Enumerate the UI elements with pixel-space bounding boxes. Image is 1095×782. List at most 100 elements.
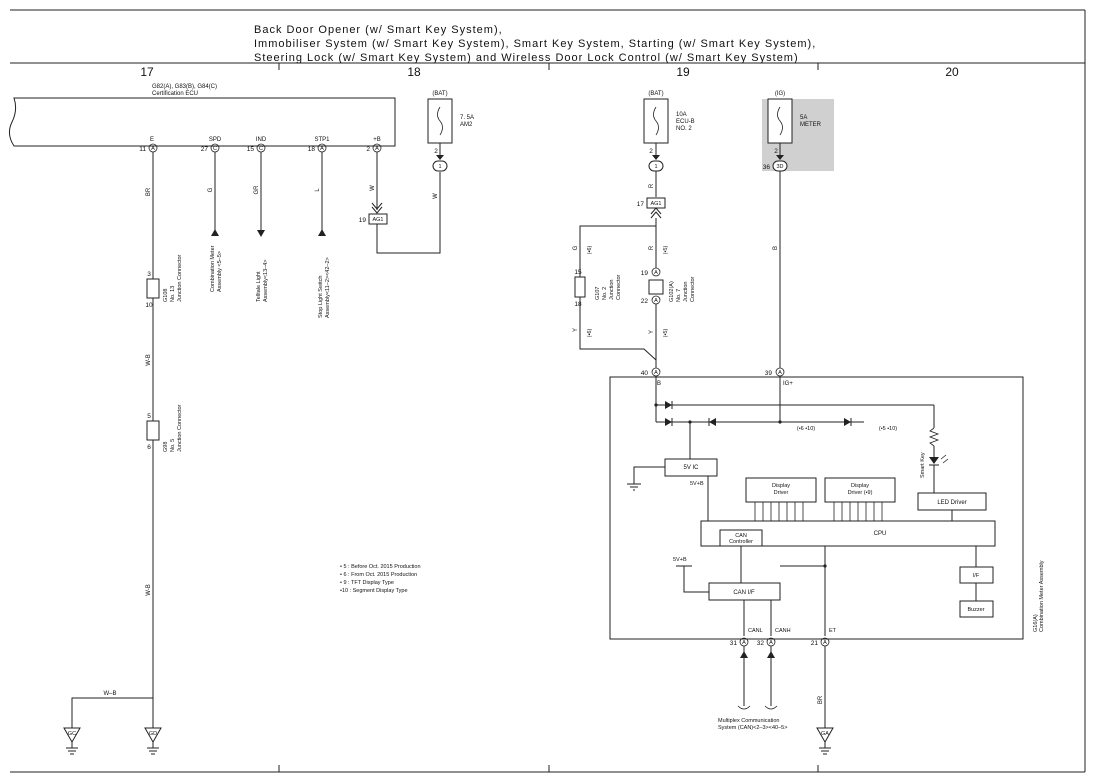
svg-text:No. 7: No. 7 bbox=[676, 289, 682, 302]
svg-text:11: 11 bbox=[139, 146, 146, 153]
svg-text:No. 13: No. 13 bbox=[170, 286, 176, 302]
svg-text:A: A bbox=[654, 270, 658, 276]
svg-text:GC: GC bbox=[68, 731, 76, 737]
svg-text:• 9 : TFT Display Type: • 9 : TFT Display Type bbox=[340, 580, 394, 586]
ecu-pin-stp1: 18 A bbox=[308, 143, 327, 153]
wire-spd: G Combination Meter Assembly <5–5> bbox=[208, 152, 223, 292]
ground-gc: GC bbox=[63, 727, 81, 755]
svg-text:7. 5A: 7. 5A bbox=[460, 115, 474, 121]
column-number-18: 18 bbox=[407, 65, 421, 79]
svg-text:AG1: AG1 bbox=[650, 201, 661, 207]
ecu-terminal-e: E bbox=[150, 137, 154, 143]
svg-text:(BAT): (BAT) bbox=[648, 91, 663, 97]
svg-text:3: 3 bbox=[147, 271, 151, 278]
svg-text:CANH: CANH bbox=[775, 628, 791, 634]
svg-text:Junction Connector: Junction Connector bbox=[177, 254, 183, 302]
svg-text:Connector: Connector bbox=[616, 274, 622, 300]
svg-text:•10 : Segment Display Type: •10 : Segment Display Type bbox=[340, 588, 408, 594]
production-notes: • 5 : Before Oct. 2015 Production • 6 : … bbox=[340, 564, 421, 594]
svg-text:32: 32 bbox=[757, 640, 765, 647]
svg-text:A: A bbox=[654, 298, 658, 304]
display-driver-1: Display bbox=[772, 483, 790, 489]
wire-b-am2: W AG1 19 W bbox=[359, 152, 441, 254]
svg-text:W–B: W–B bbox=[103, 691, 116, 697]
svg-text:40: 40 bbox=[641, 370, 649, 377]
svg-text:(•6): (•6) bbox=[587, 246, 593, 255]
svg-text:ET: ET bbox=[829, 628, 837, 634]
svg-text:(BAT): (BAT) bbox=[432, 91, 447, 97]
ecu-pin-b: 2 A bbox=[366, 143, 382, 153]
ecu-terminal-spd: SPD bbox=[209, 137, 222, 143]
svg-text:• 5 : Before Oct. 2015 Produc: • 5 : Before Oct. 2015 Production bbox=[340, 564, 421, 570]
svg-text:W-B: W-B bbox=[146, 354, 152, 366]
certification-ecu: G82(A), G83(B), G84(C) Certification ECU… bbox=[8, 84, 396, 147]
fuse-ecu-b-no2: (BAT) 10A ECU-B NO. 2 2 1 bbox=[643, 91, 695, 172]
wire-ecu-b-meter: R AG1 17 G (•6) R (•5) 15 18 G107 No. 2 … bbox=[573, 171, 696, 368]
svg-text:22: 22 bbox=[641, 298, 649, 305]
can-controller: CAN bbox=[735, 533, 747, 539]
ecu-terminal-stp1: STP1 bbox=[314, 137, 330, 143]
svg-text:Y: Y bbox=[573, 328, 579, 332]
svg-text:A: A bbox=[778, 370, 782, 376]
svg-text:39: 39 bbox=[765, 370, 773, 377]
wire-meter-ig: B bbox=[773, 171, 781, 368]
svg-text:G98: G98 bbox=[163, 442, 169, 452]
svg-text:(•5): (•5) bbox=[663, 329, 669, 338]
combination-meter-assembly: 40 A B 39 A IG+ (•6 •10) (•5 •10) bbox=[609, 367, 1045, 640]
dest-stop-light-switch: Stop Light Switch bbox=[318, 276, 324, 319]
svg-text:GR: GR bbox=[254, 185, 260, 195]
svg-text:Combination Meter Assembly: Combination Meter Assembly bbox=[1039, 560, 1045, 632]
svg-text:27: 27 bbox=[201, 146, 209, 153]
svg-text:Controller: Controller bbox=[729, 539, 753, 545]
svg-text:G107: G107 bbox=[595, 287, 601, 300]
diagram-frame bbox=[10, 9, 1086, 773]
fuse-meter: (IG) 5A METER 2 36 3D bbox=[762, 91, 834, 172]
svg-text:AM2: AM2 bbox=[460, 122, 473, 128]
svg-text:18: 18 bbox=[308, 146, 316, 153]
column-number-19: 19 bbox=[676, 65, 690, 79]
ecu-pin-spd: 27 C bbox=[201, 143, 220, 153]
svg-text:NO. 2: NO. 2 bbox=[676, 126, 692, 132]
ground-ga: GA bbox=[816, 727, 834, 755]
ecu-terminal-ind: IND bbox=[256, 137, 267, 143]
diagram-title-line-2: Immobiliser System (w/ Smart Key System)… bbox=[254, 38, 816, 50]
svg-text:2: 2 bbox=[774, 148, 778, 155]
svg-text:G: G bbox=[208, 187, 214, 192]
svg-text:1: 1 bbox=[438, 164, 441, 170]
svg-text:A: A bbox=[654, 370, 658, 376]
ecu-connector-names: G82(A), G83(B), G84(C) bbox=[152, 84, 217, 90]
dest-telltale-light: Telltale Light bbox=[256, 271, 262, 302]
ecu-pin-e: 11 A bbox=[139, 143, 158, 153]
svg-text:(IG): (IG) bbox=[775, 91, 785, 97]
svg-text:C: C bbox=[213, 146, 217, 152]
svg-text:Connector: Connector bbox=[690, 276, 696, 302]
svg-text:W: W bbox=[433, 193, 439, 199]
multiplex-label-2: System (CAN)<2–3><40–5> bbox=[718, 725, 787, 731]
svg-text:• 6 : From Oct. 2015 Producti: • 6 : From Oct. 2015 Production bbox=[340, 572, 417, 578]
svg-text:15: 15 bbox=[247, 146, 255, 153]
column-number-20: 20 bbox=[945, 65, 959, 79]
svg-text:6: 6 bbox=[147, 444, 151, 451]
svg-text:No. 5: No. 5 bbox=[170, 439, 176, 452]
svg-text:W-B: W-B bbox=[146, 584, 152, 596]
svg-text:BR: BR bbox=[146, 187, 152, 196]
svg-text:A: A bbox=[742, 640, 746, 646]
svg-text:C: C bbox=[259, 146, 263, 152]
svg-text:Y: Y bbox=[649, 330, 655, 334]
ecu-pin-ind: 15 C bbox=[247, 143, 266, 153]
svg-text:GD: GD bbox=[149, 731, 157, 737]
svg-text:No. 2: No. 2 bbox=[602, 287, 608, 300]
svg-text:17: 17 bbox=[637, 201, 645, 208]
wire-stp1: L Stop Light Switch Assembly<11–2><42–2> bbox=[315, 152, 331, 318]
column-number-17: 17 bbox=[140, 65, 154, 79]
dest-combination-meter: Combination Meter bbox=[210, 245, 216, 292]
svg-text:(•6): (•6) bbox=[587, 329, 593, 338]
svg-text:19: 19 bbox=[359, 217, 367, 224]
meter-pin-et: 21 A BR bbox=[811, 637, 830, 728]
svg-text:A: A bbox=[375, 146, 379, 152]
svg-text:5: 5 bbox=[147, 413, 151, 420]
svg-text:A: A bbox=[769, 640, 773, 646]
svg-text:10: 10 bbox=[145, 302, 153, 309]
buzzer: Buzzer bbox=[967, 607, 984, 613]
